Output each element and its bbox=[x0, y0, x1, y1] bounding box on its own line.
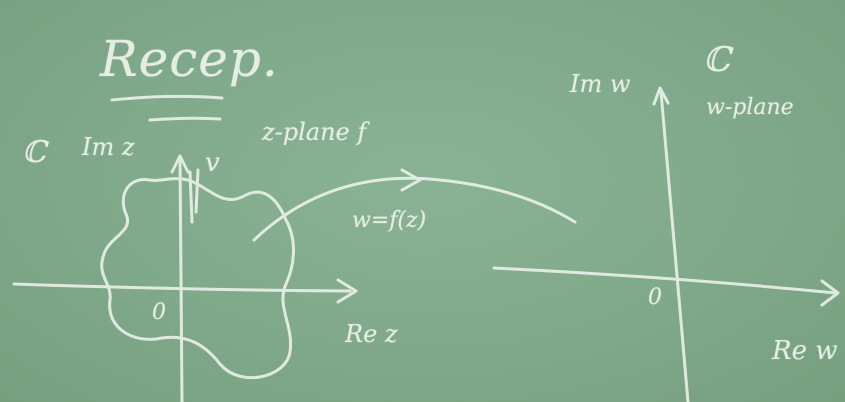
right-real-axis bbox=[492, 266, 838, 295]
right-real-axis-label: Re w bbox=[772, 336, 838, 366]
right-real-axis-arrowhead bbox=[820, 279, 840, 307]
right-imag-axis-arrowhead bbox=[652, 86, 670, 106]
mapping-label: w=f(z) bbox=[352, 208, 427, 233]
z-plane-label: z-plane f bbox=[262, 118, 367, 146]
mapping-arrow bbox=[252, 176, 577, 242]
region-outline bbox=[100, 177, 295, 380]
title-underline bbox=[110, 94, 224, 102]
right-complex-symbol: ℂ bbox=[703, 40, 731, 80]
title-text: Recep. bbox=[100, 30, 279, 88]
left-real-axis-arrowhead bbox=[336, 278, 358, 304]
left-imag-axis bbox=[178, 156, 184, 402]
mapping-arrowhead bbox=[400, 168, 422, 192]
small-arrow-up bbox=[194, 168, 200, 214]
left-imag-axis-label: Im z bbox=[82, 133, 135, 161]
left-complex-symbol: ℂ bbox=[22, 135, 46, 170]
region-label: v bbox=[205, 148, 220, 178]
right-imag-axis-label: Im w bbox=[570, 70, 631, 98]
right-origin-label: 0 bbox=[648, 285, 662, 310]
left-real-axis bbox=[12, 282, 352, 293]
w-plane-label: w-plane bbox=[706, 95, 794, 120]
left-origin-label: 0 bbox=[152, 300, 166, 325]
right-imag-axis bbox=[659, 90, 690, 402]
left-imag-axis-arrowhead bbox=[170, 154, 190, 174]
left-real-axis-label: Re z bbox=[345, 320, 398, 348]
title-underline-2 bbox=[148, 116, 222, 122]
